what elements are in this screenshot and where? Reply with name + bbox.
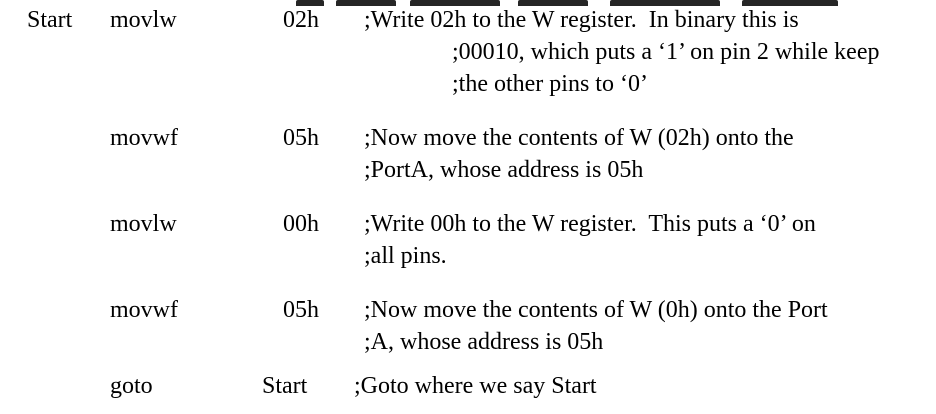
- instruction-mnemonic: movlw: [110, 211, 177, 237]
- instruction-operand: 05h: [283, 125, 319, 151]
- comment-line: ;the other pins to ‘0’: [452, 71, 648, 97]
- comment-line: ;Goto where we say Start: [354, 373, 597, 399]
- instruction-mnemonic: movlw: [110, 7, 177, 33]
- comment-line: ;Now move the contents of W (0h) onto th…: [364, 297, 828, 323]
- instruction-mnemonic: movwf: [110, 297, 178, 323]
- code-label: Start: [27, 7, 73, 33]
- cropped-text-line: [292, 0, 852, 6]
- instruction-mnemonic: movwf: [110, 125, 178, 151]
- comment-line: ;all pins.: [364, 243, 447, 269]
- instruction-operand: 00h: [283, 211, 319, 237]
- comment-line: ;Now move the contents of W (02h) onto t…: [364, 125, 794, 151]
- comment-line: ;Write 02h to the W register. In binary …: [364, 7, 799, 33]
- comment-line: ;Write 00h to the W register. This puts …: [364, 211, 816, 237]
- instruction-mnemonic: goto: [110, 373, 153, 399]
- instruction-operand: 05h: [283, 297, 319, 323]
- instruction-operand: Start: [262, 373, 308, 399]
- comment-line: ;A, whose address is 05h: [364, 329, 604, 355]
- comment-line: ;00010, which puts a ‘1’ on pin 2 while …: [452, 39, 880, 65]
- instruction-operand: 02h: [283, 7, 319, 33]
- comment-line: ;PortA, whose address is 05h: [364, 157, 644, 183]
